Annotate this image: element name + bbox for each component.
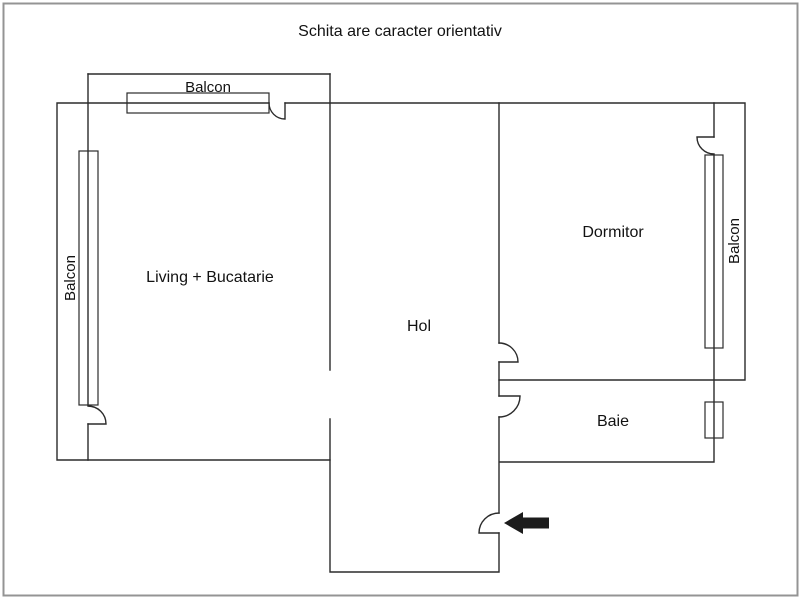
room-label-balcon-left: Balcon	[62, 255, 79, 301]
door-dormitor	[498, 342, 519, 363]
room-label-hol: Hol	[407, 318, 431, 335]
room-label-baie: Baie	[597, 413, 629, 430]
room-label-living: Living + Bucatarie	[146, 269, 274, 286]
door-dormitor-balcon	[696, 136, 715, 155]
entrance-arrow-icon	[504, 512, 549, 534]
room-label-dormitor: Dormitor	[582, 224, 644, 241]
door-entrance	[478, 512, 500, 534]
window-baie	[704, 401, 724, 439]
room-label-balcon-top: Balcon	[185, 79, 231, 96]
door-baie	[498, 395, 521, 418]
door-living-balcon-top	[268, 102, 286, 120]
door-living-balcon-left	[87, 405, 107, 425]
window-balcon-left	[78, 150, 99, 406]
plan-title: Schita are caracter orientativ	[298, 23, 502, 40]
room-label-balcon-right: Balcon	[726, 218, 743, 264]
interior-walls	[87, 73, 715, 573]
exterior-walls	[56, 73, 746, 461]
window-balcon-right	[704, 154, 724, 349]
